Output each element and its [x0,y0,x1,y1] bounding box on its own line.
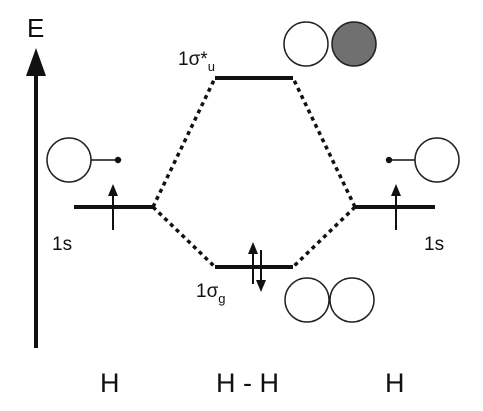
orbital-pictures [46,21,460,323]
right-1s-label: 1s [424,234,444,255]
right-1s-orbital-icon [385,137,460,183]
left-1s-orbital-icon [46,137,122,183]
energy-levels [74,76,435,269]
correlation-lines [151,77,357,269]
antibonding-label: 1σ*u [178,49,215,74]
left-to-bonding-line [151,205,217,269]
energy-axis: E [26,13,46,348]
antibonding-orbital-icon [283,21,377,67]
antibonding-symbol: 1σ* [178,49,208,70]
bonding-symbol: 1σ [196,281,219,302]
left-atom-label: H [100,368,120,398]
bonding-subscript: g [218,291,225,306]
left-to-antibonding-line [151,77,217,208]
bonding-electron-down-arrow [256,250,266,292]
bonding-label: 1σg [196,281,226,306]
bonding-orbital-icon [284,277,375,323]
right-to-antibonding-line [291,77,357,208]
electrons [108,184,401,292]
left-electron-up-arrow [108,184,118,230]
right-to-bonding-line [291,205,357,269]
antibonding-subscript: u [208,59,215,74]
energy-axis-label: E [27,13,44,43]
molecule-label: H - H [216,368,279,398]
energy-axis-arrowhead [26,48,46,76]
left-1s-label: 1s [52,234,72,255]
right-electron-up-arrow [391,184,401,230]
right-atom-label: H [385,368,405,398]
bonding-electron-up-arrow [248,242,258,284]
